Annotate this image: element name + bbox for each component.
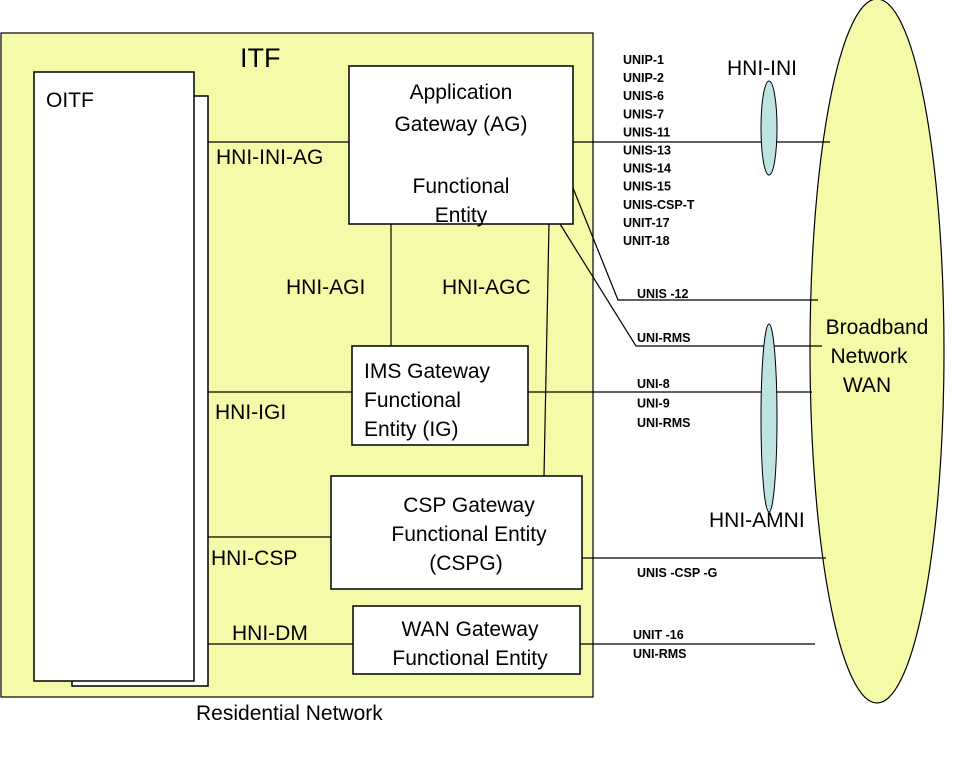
ag-wan-interface-label-2: UNIS-6 [623,89,664,103]
ag-wan-interface-label-9: UNIT-17 [623,216,670,230]
hni-igi-label: HNI-IGI [215,401,286,424]
wan-gateway-box [352,605,581,675]
unis-12-label: UNIS -12 [637,287,688,301]
wang-line1: WAN Gateway [402,618,539,641]
ag-line3: Functional [413,175,510,198]
ag-line2: Gateway (AG) [394,113,527,136]
hni-ini-reference-ellipse [760,80,778,176]
ag-wan-interface-label-0: UNIP-1 [623,53,664,67]
wan-label-line1: Broadband [826,316,929,339]
wang-wan-interface-label-0: UNIT -16 [633,628,684,642]
ag-wan-interface-label-1: UNIP-2 [623,71,664,85]
ag-wan-interface-label-5: UNIS-13 [623,144,671,158]
ag-wan-interface-label-8: UNIS-CSP-T [623,198,695,212]
ag-line4: Entity [435,204,488,227]
ig-wan-interface-label-0: UNI-8 [637,377,670,391]
ims-gateway-box [351,345,529,446]
hni-ini-ag-label: HNI-INI-AG [216,146,323,169]
csp-gateway-box [330,475,583,590]
wan-label-line3: WAN [843,374,891,397]
wan-label-line2: Network [830,345,908,368]
itf-title: ITF [240,43,281,73]
ag-wan-interface-label-4: UNIS-11 [623,125,670,139]
ig-wan-interface-label-2: UNI-RMS [637,416,690,430]
ag-wan-interface-list: UNIP-1UNIP-2UNIS-6UNIS-7UNIS-11UNIS-13UN… [623,53,695,248]
ag-wan-interface-label-3: UNIS-7 [623,107,664,121]
unis-csp-g-label: UNIS -CSP -G [637,566,717,580]
ag-wan-interface-label-7: UNIS-15 [623,180,671,194]
hni-amni-reference-ellipse [760,323,778,513]
oitf-label: OITF [46,89,94,112]
ig-wan-interface-label-1: UNI-9 [637,397,670,411]
hni-dm-label: HNI-DM [232,622,308,645]
cspg-line3: (CSPG) [429,552,503,575]
hni-amni-label: HNI-AMNI [709,509,805,532]
wang-wan-interface-label-1: UNI-RMS [633,647,686,661]
wang-line2: Functional Entity [392,647,548,670]
ig-line1: IMS Gateway [364,360,491,383]
hni-agc-label: HNI-AGC [442,276,531,299]
residential-network-label: Residential Network [196,702,383,725]
hni-agc-line [543,223,550,477]
ig-line2: Functional [364,389,461,412]
uni-rms-ag-label: UNI-RMS [637,331,690,345]
hni-csp-label: HNI-CSP [211,547,297,570]
hni-agi-label: HNI-AGI [286,276,365,299]
ag-wan-interface-label-6: UNIS-14 [623,162,671,176]
application-gateway-box [348,65,574,225]
ig-line3: Entity (IG) [364,418,459,441]
cspg-line1: CSP Gateway [403,494,535,517]
oitf-box [33,71,195,682]
ag-line1: Application [410,81,513,104]
hni-ini-label: HNI-INI [727,57,797,80]
cspg-line2: Functional Entity [391,523,547,546]
ag-wan-interface-label-10: UNIT-18 [623,234,670,248]
uni-rms-ag-line [559,223,822,347]
unis-12-line [572,187,818,301]
broadband-wan-ellipse [809,0,945,704]
